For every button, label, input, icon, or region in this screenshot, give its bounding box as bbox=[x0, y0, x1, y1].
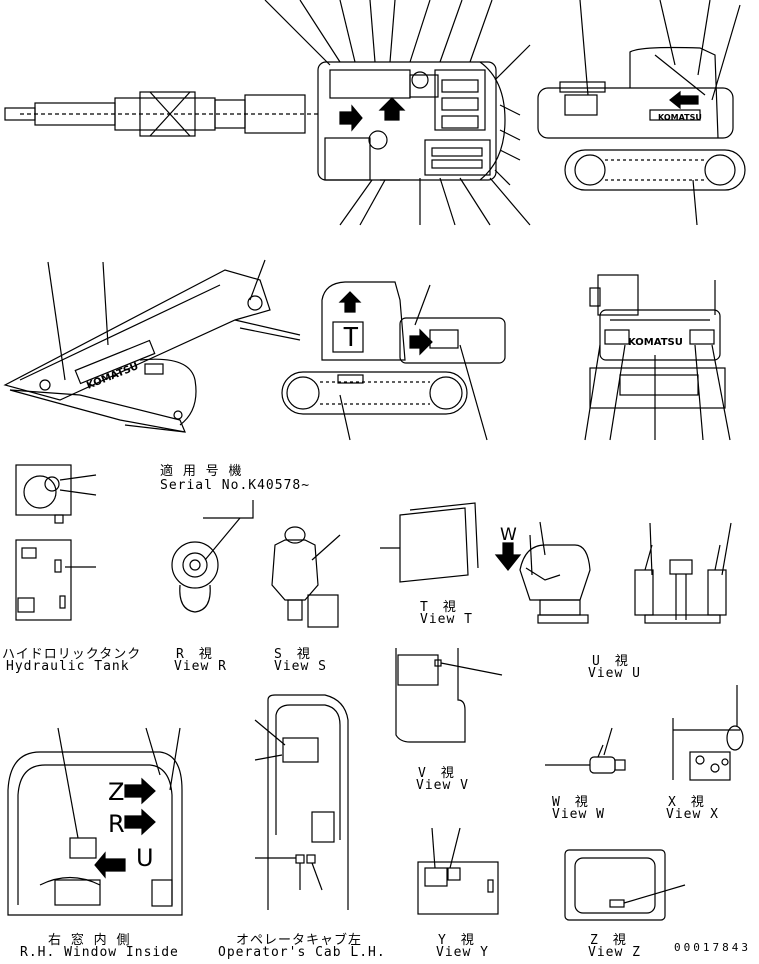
rear-view: KOMATSU bbox=[584, 274, 731, 441]
view-w-ja: W 視 bbox=[552, 795, 589, 810]
view-u-ja: U 視 bbox=[592, 654, 629, 669]
hydraulic-tank-ja: ハイドロリックタンク bbox=[2, 647, 142, 662]
view-s-ja: S 視 bbox=[274, 647, 311, 662]
brand-text-rear: KOMATSU bbox=[628, 337, 683, 348]
hydraulic-tank-views bbox=[15, 464, 97, 621]
cab-lh-drawing bbox=[254, 694, 349, 910]
hydraulic-tank-en: Hydraulic Tank bbox=[6, 659, 130, 674]
view-x-en: View X bbox=[666, 807, 719, 822]
w-callout-letter: W bbox=[500, 525, 517, 545]
t-callout-letter: T bbox=[343, 323, 360, 353]
view-y-drawing bbox=[417, 827, 499, 915]
cab-lh-ja: オペレータキャブ左 bbox=[236, 933, 363, 948]
z-callout-letter: Z bbox=[108, 778, 124, 806]
main-side-view: KOMATSU bbox=[3, 259, 506, 441]
document-number: 00017843 bbox=[674, 941, 751, 954]
view-u-drawing: W bbox=[494, 521, 732, 624]
view-z-en: View Z bbox=[588, 945, 641, 960]
u-callout-letter: U bbox=[136, 844, 154, 872]
view-r-ja: R 視 bbox=[176, 647, 213, 662]
side-view-upper-right: KOMATSU bbox=[537, 0, 746, 226]
serial-ja: 適 用 号 機 bbox=[160, 464, 243, 479]
view-v-ja: V 視 bbox=[418, 766, 455, 781]
view-t-drawing bbox=[380, 502, 479, 583]
rh-window-drawing: Z R U bbox=[7, 727, 183, 916]
view-s-drawing bbox=[271, 526, 341, 628]
top-plan-view bbox=[4, 0, 531, 226]
view-y-ja: Y 視 bbox=[438, 933, 475, 948]
view-x-drawing bbox=[672, 685, 744, 781]
view-y-en: View Y bbox=[436, 945, 489, 960]
view-t-en: View T bbox=[420, 612, 473, 627]
view-s-en: View S bbox=[274, 659, 327, 674]
rh-window-ja: 右 窓 内 側 bbox=[48, 933, 131, 948]
rh-window-en: R.H. Window Inside bbox=[20, 945, 179, 960]
r-callout-letter: R bbox=[108, 810, 125, 838]
view-x-ja: X 視 bbox=[668, 795, 705, 810]
view-r-drawing bbox=[171, 500, 254, 613]
view-u-en: View U bbox=[588, 666, 641, 681]
view-z-ja: Z 視 bbox=[590, 933, 627, 948]
serial-number: Serial No.K40578~ bbox=[160, 478, 311, 493]
cab-lh-en: Operator's Cab L.H. bbox=[218, 945, 386, 960]
view-z-drawing bbox=[564, 849, 686, 921]
brand-text-boom: KOMATSU bbox=[85, 361, 140, 392]
view-r-en: View R bbox=[174, 659, 227, 674]
view-w-drawing bbox=[545, 727, 626, 774]
view-w-en: View W bbox=[552, 807, 605, 822]
view-v-drawing bbox=[395, 648, 503, 743]
view-v-en: View V bbox=[416, 778, 469, 793]
view-t-ja: T 視 bbox=[420, 600, 457, 615]
brand-text-small: KOMATSU bbox=[658, 113, 702, 122]
